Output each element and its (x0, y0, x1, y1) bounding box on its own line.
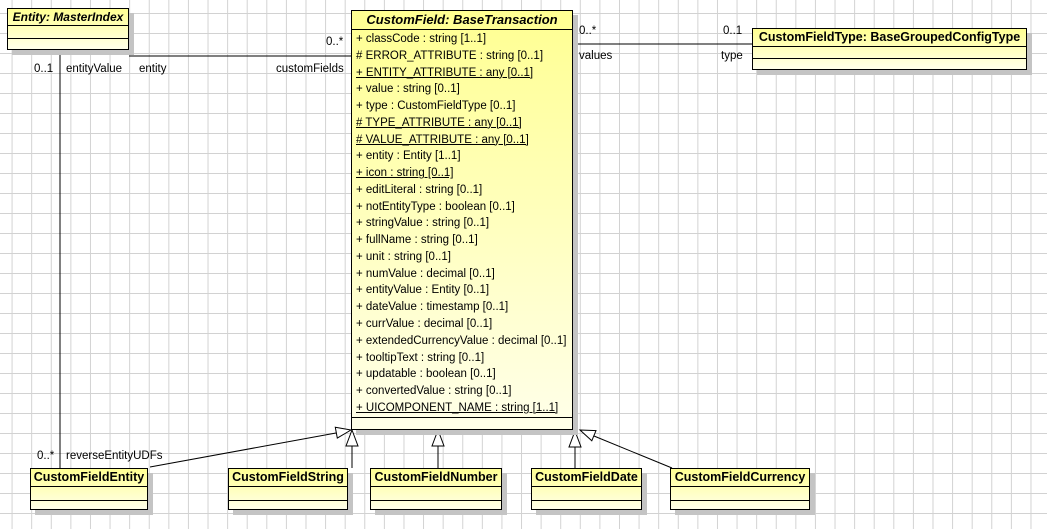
attribute-row[interactable]: + convertedValue : string [0..1] (356, 385, 512, 398)
attribute-row[interactable]: + UICOMPONENT_NAME : string [1..1] (356, 401, 559, 414)
attributes-compartment (229, 487, 347, 501)
class-customfieldcurrency[interactable]: CustomFieldCurrency (670, 468, 810, 510)
attribute-row[interactable]: + ENTITY_ATTRIBUTE : any [0..1] (356, 66, 534, 79)
attributes-compartment (671, 487, 809, 501)
attribute-row[interactable]: + unit : string [0..1] (356, 250, 451, 263)
attribute-row[interactable]: + classCode : string [1..1] (356, 33, 487, 45)
attribute-row[interactable]: # VALUE_ATTRIBUTE : any [0..1] (356, 133, 529, 146)
attributes-compartment (532, 487, 641, 501)
class-title: CustomFieldNumber (371, 469, 501, 487)
operations-compartment (371, 501, 501, 509)
operations-compartment (8, 39, 128, 49)
generalization-triangle-icon (578, 429, 597, 442)
operations-compartment (753, 59, 1026, 69)
attribute-row[interactable]: + editLiteral : string [0..1] (356, 183, 483, 196)
attribute-row[interactable]: + type : CustomFieldType [0..1] (356, 100, 516, 113)
class-title: CustomFieldType: BaseGroupedConfigType (753, 29, 1026, 47)
association-role-label[interactable]: reverseEntityUDFs (66, 450, 163, 462)
association-role-label[interactable]: values (579, 50, 613, 62)
attribute-row[interactable]: + dateValue : timestamp [0..1] (356, 301, 509, 314)
class-customfielddate[interactable]: CustomFieldDate (531, 468, 642, 510)
generalization-customfieldentity[interactable] (149, 426, 353, 468)
attribute-row[interactable]: + notEntityType : boolean [0..1] (356, 200, 515, 213)
generalization-triangle-icon (431, 428, 445, 447)
attributes-compartment (8, 26, 128, 39)
class-customfieldentity[interactable]: CustomFieldEntity (30, 468, 148, 510)
attribute-row[interactable]: # TYPE_ATTRIBUTE : any [0..1] (356, 116, 522, 129)
class-customfield-basetransaction[interactable]: CustomField: BaseTransaction + classCode… (351, 10, 573, 430)
association-multiplicity-label[interactable]: 0..1 (34, 63, 54, 75)
attribute-row[interactable]: + fullName : string [0..1] (356, 234, 478, 247)
association-multiplicity-label[interactable]: 0..* (326, 36, 344, 48)
attributes-compartment: + classCode : string [1..1] # ERROR_ATTRI… (352, 30, 572, 417)
class-title: CustomFieldString (229, 469, 347, 487)
class-entity-masterindex[interactable]: Entity: MasterIndex (7, 8, 129, 50)
attribute-row[interactable]: + icon : string [0..1] (356, 167, 454, 180)
attribute-row[interactable]: + entityValue : Entity [0..1] (356, 284, 490, 297)
association-role-label[interactable]: customFields (276, 63, 344, 75)
class-customfieldtype-basegroupedconfigtype[interactable]: CustomFieldType: BaseGroupedConfigType (752, 28, 1027, 70)
association-role-label[interactable]: entityValue (66, 63, 123, 75)
generalization-triangle-icon (345, 428, 359, 447)
attribute-row[interactable]: + numValue : decimal [0..1] (356, 267, 495, 280)
class-title: CustomFieldDate (532, 469, 641, 487)
attributes-compartment (753, 47, 1026, 59)
generalization-triangle-icon (334, 426, 353, 439)
attribute-row[interactable]: + updatable : boolean [0..1] (356, 368, 496, 381)
attribute-row[interactable]: + currValue : decimal [0..1] (356, 318, 493, 331)
class-title: CustomFieldCurrency (671, 469, 809, 487)
operations-compartment (31, 501, 147, 509)
class-customfieldnumber[interactable]: CustomFieldNumber (370, 468, 502, 510)
association-multiplicity-label[interactable]: 0..1 (723, 25, 743, 37)
attribute-row[interactable]: + stringValue : string [0..1] (356, 217, 490, 230)
attributes-compartment (371, 487, 501, 501)
class-title: CustomFieldEntity (31, 469, 147, 487)
attributes-compartment (31, 487, 147, 501)
operations-compartment (671, 501, 809, 509)
operations-compartment (532, 501, 641, 509)
attribute-row[interactable]: # ERROR_ATTRIBUTE : string [0..1] (356, 49, 544, 62)
generalization-customfieldstring[interactable] (345, 428, 359, 468)
generalization-customfielddate[interactable] (568, 429, 582, 468)
attribute-row[interactable]: + tooltipText : string [0..1] (356, 351, 485, 364)
attribute-row[interactable]: + value : string [0..1] (356, 83, 460, 96)
association-role-label[interactable]: type (721, 50, 743, 62)
generalization-triangle-icon (568, 429, 582, 448)
class-customfieldstring[interactable]: CustomFieldString (228, 468, 348, 510)
class-title: Entity: MasterIndex (8, 9, 128, 26)
generalization-customfieldcurrency[interactable] (578, 429, 673, 469)
attribute-row[interactable]: + extendedCurrencyValue : decimal [0..1] (356, 334, 567, 347)
association-role-label[interactable]: entity (139, 63, 167, 75)
operations-compartment (352, 417, 572, 429)
operations-compartment (229, 501, 347, 509)
attribute-row[interactable]: + entity : Entity [1..1] (356, 150, 461, 163)
class-title: CustomField: BaseTransaction (352, 11, 572, 30)
association-multiplicity-label[interactable]: 0..* (37, 450, 55, 462)
generalization-customfieldnumber[interactable] (431, 428, 445, 468)
association-multiplicity-label[interactable]: 0..* (579, 25, 597, 37)
